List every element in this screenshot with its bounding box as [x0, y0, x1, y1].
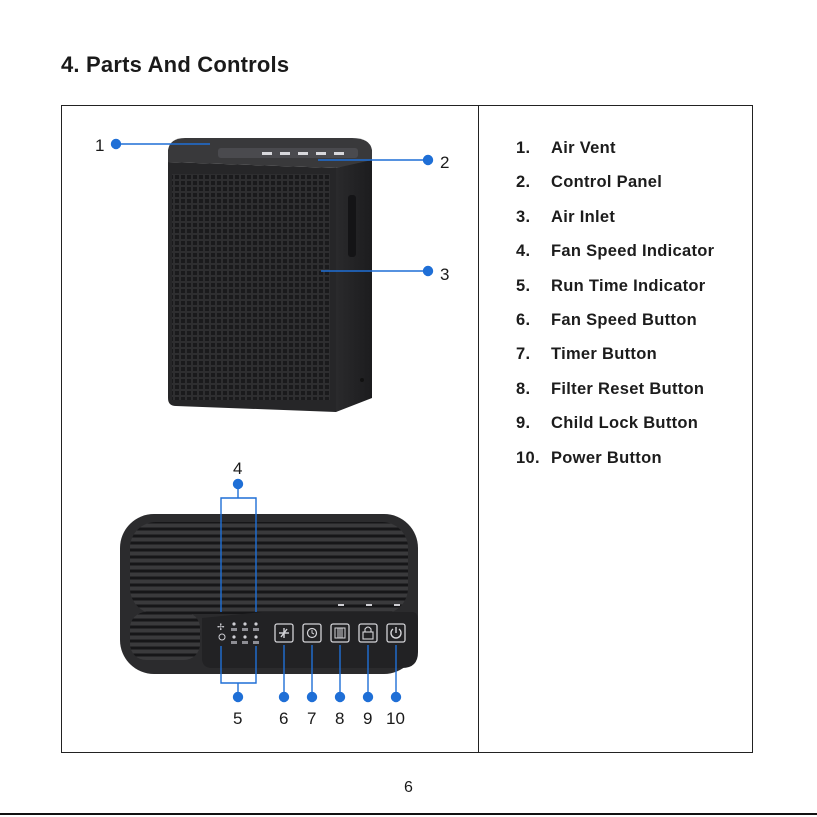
part-number: 7.	[516, 345, 551, 379]
callout-number-7: 7	[307, 709, 316, 728]
list-item: 10.Power Button	[516, 449, 714, 483]
part-label: Control Panel	[551, 173, 662, 207]
part-number: 6.	[516, 311, 551, 345]
list-item: 3.Air Inlet	[516, 208, 714, 242]
part-number: 5.	[516, 277, 551, 311]
callout-number-9: 9	[363, 709, 372, 728]
part-label: Filter Reset Button	[551, 380, 704, 414]
list-item: 5.Run Time Indicator	[516, 277, 714, 311]
part-number: 3.	[516, 208, 551, 242]
part-number: 10.	[516, 449, 551, 483]
part-label: Fan Speed Button	[551, 311, 697, 345]
part-label: Power Button	[551, 449, 662, 483]
side-handle	[348, 195, 356, 257]
purifier-front-view	[168, 138, 372, 412]
list-item: 7.Timer Button	[516, 345, 714, 379]
callout-number-5: 5	[233, 709, 242, 728]
part-number: 2.	[516, 173, 551, 207]
part-label: Child Lock Button	[551, 414, 698, 448]
callout-number-10: 10	[386, 709, 405, 728]
list-item: 8.Filter Reset Button	[516, 380, 714, 414]
parts-list: 1.Air Vent 2.Control Panel 3.Air Inlet 4…	[516, 139, 714, 483]
page-bottom-rule	[0, 813, 817, 815]
vent-slots	[130, 522, 408, 614]
list-item: 9.Child Lock Button	[516, 414, 714, 448]
part-label: Air Vent	[551, 139, 616, 173]
part-number: 4.	[516, 242, 551, 276]
callout-number-3: 3	[440, 265, 449, 284]
part-label: Run Time Indicator	[551, 277, 706, 311]
callout-number-2: 2	[440, 153, 449, 172]
control-panel-top-view: ✢	[120, 514, 418, 674]
part-number: 1.	[516, 139, 551, 173]
callout-number-1: 1	[95, 136, 104, 155]
fan-indicator-icon: ✢	[217, 622, 225, 632]
part-number: 9.	[516, 414, 551, 448]
callout-number-4: 4	[233, 459, 242, 478]
list-item: 2.Control Panel	[516, 173, 714, 207]
side-dot	[360, 378, 364, 382]
part-label: Air Inlet	[551, 208, 615, 242]
button-panel	[202, 612, 418, 668]
part-label: Fan Speed Indicator	[551, 242, 714, 276]
part-label: Timer Button	[551, 345, 657, 379]
page-number: 6	[0, 779, 817, 797]
air-inlet-grill	[172, 174, 330, 400]
callout-number-8: 8	[335, 709, 344, 728]
list-item: 1.Air Vent	[516, 139, 714, 173]
part-number: 8.	[516, 380, 551, 414]
list-item: 6.Fan Speed Button	[516, 311, 714, 345]
callout-number-6: 6	[279, 709, 288, 728]
list-item: 4.Fan Speed Indicator	[516, 242, 714, 276]
vent-slots-lower	[130, 612, 200, 660]
